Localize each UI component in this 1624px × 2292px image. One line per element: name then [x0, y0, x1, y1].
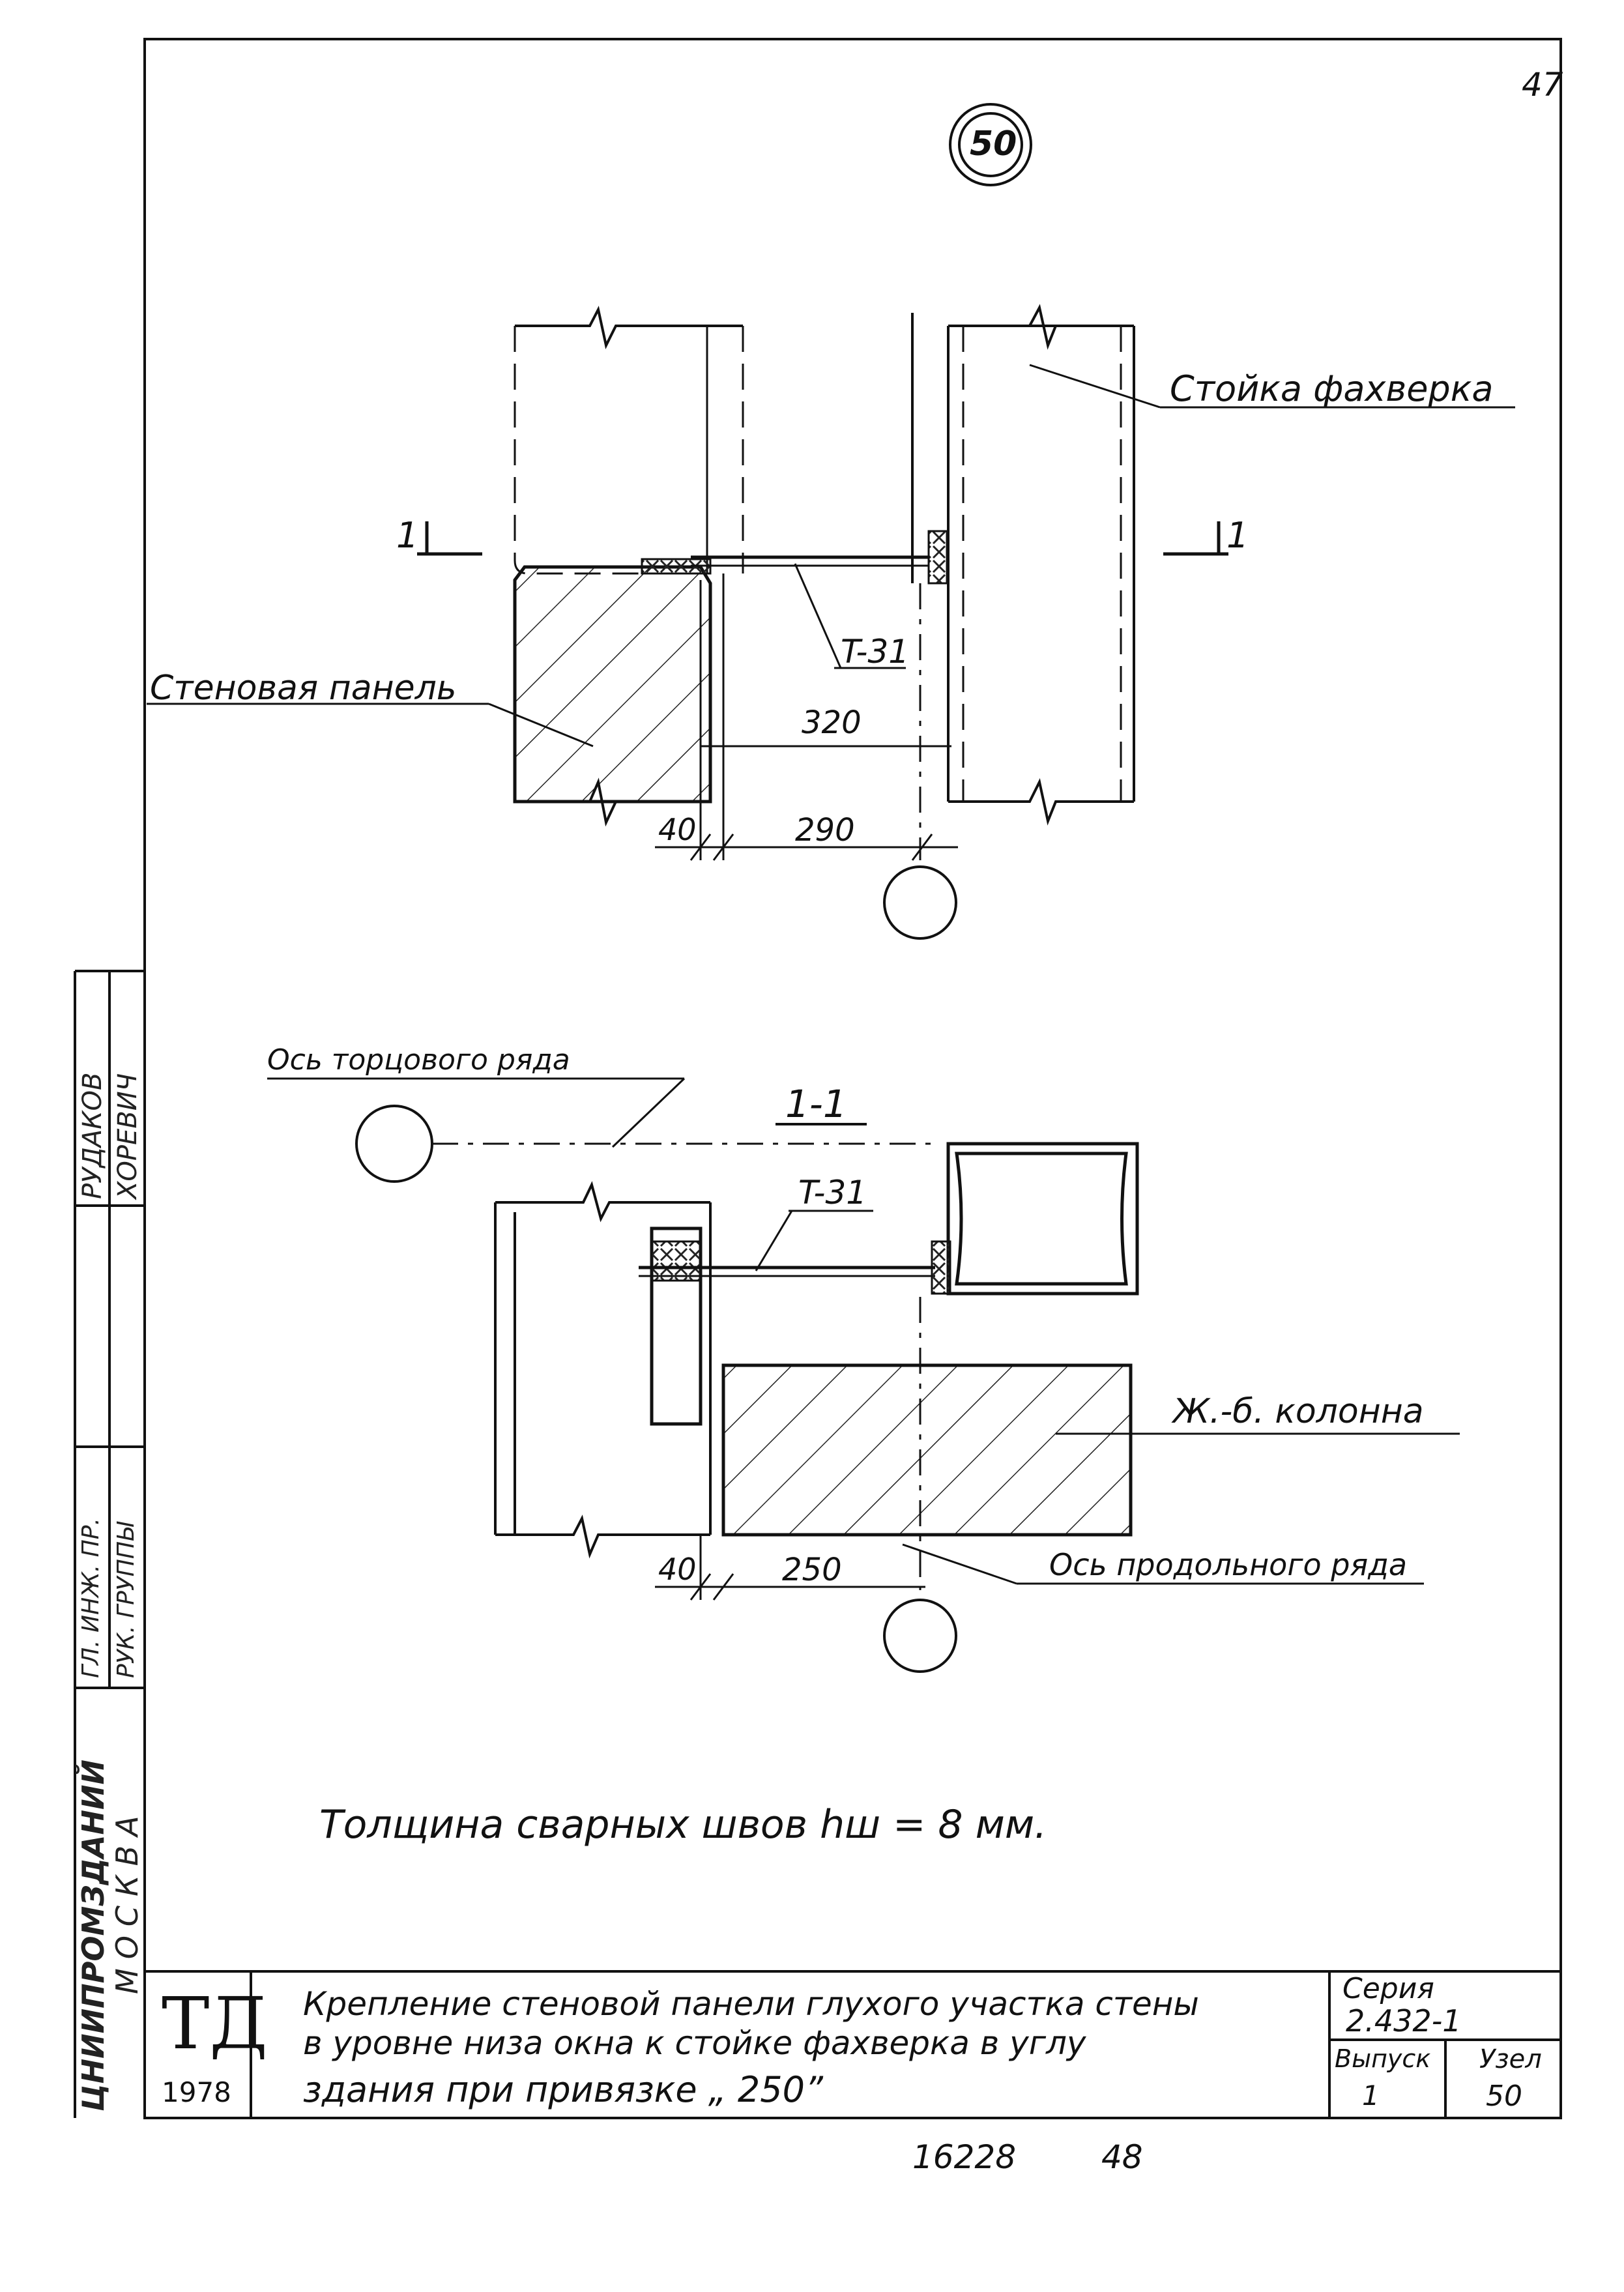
break-line-bottom-panel	[515, 777, 710, 827]
dim-40-top: 40	[658, 812, 697, 847]
sidebar-org-name: ЦНИИПРОМЗДАНИЙ	[76, 1759, 111, 2111]
series-value: 2.432-1	[1346, 2003, 1462, 2038]
node-marker-label: 50	[970, 124, 1017, 164]
title-line-1: Крепление стеновой панели глухого участк…	[303, 1985, 1199, 2023]
label-connector-t31: T-31	[841, 633, 910, 671]
sheet-frame	[74, 38, 1562, 2119]
leader-axis-long	[902, 1543, 1017, 1585]
label-axis-long-row: Ось продольного ряда	[1049, 1547, 1408, 1582]
break-line-top-left	[515, 306, 743, 349]
label-concrete-column: Ж.-б. колонна	[1173, 1392, 1424, 1431]
wall-panel	[513, 565, 712, 804]
axis-bubble-long	[883, 1599, 957, 1673]
node-label: Узел	[1479, 2044, 1542, 2074]
leader-t31-plan	[755, 1210, 793, 1271]
issue-label: Выпуск	[1335, 2044, 1431, 2073]
dim-290: 290	[795, 812, 855, 849]
dim-320: 320	[802, 704, 862, 741]
sidebar-org-city: МОСКВА	[109, 1806, 145, 1994]
weld-seam-column	[927, 530, 948, 585]
leader-axis-end	[611, 1077, 686, 1148]
leader-t31	[794, 563, 842, 669]
label-column-fachwerk: Стойка фахверка	[1170, 368, 1494, 409]
logo-td: ТД	[162, 1982, 268, 2065]
leader-panel	[488, 703, 594, 747]
axis-bubble-end	[355, 1105, 433, 1183]
issue-value: 1	[1362, 2080, 1380, 2111]
axis-bubble-top	[883, 865, 957, 940]
wall-panel-plan	[494, 1181, 712, 1559]
section-mark-right: 1	[1226, 515, 1249, 556]
label-wall-panel: Стеновая панель	[150, 669, 457, 708]
series-label: Серия	[1342, 1972, 1434, 2005]
section-view	[267, 1077, 1460, 1673]
dim-250: 250	[782, 1552, 842, 1588]
title-line-3: здания при привязке „ 250”	[303, 2069, 823, 2110]
page-number: 47	[1522, 66, 1563, 104]
label-connector-t31-plan: T-31	[798, 1174, 867, 1211]
sidebar-role-1: РУК. ГРУППЫ	[113, 1522, 139, 1678]
steel-column-box	[946, 1142, 1139, 1296]
title-line-2: в уровне низа окна к стойке фахверка в у…	[303, 2024, 1086, 2062]
sidebar-role-2: ГЛ. ИНЖ. ПР.	[78, 1518, 104, 1678]
dimensions-top	[655, 745, 958, 861]
sidebar-name-1: ХОРЕВИЧ	[113, 1073, 143, 1199]
section-mark-left: 1	[396, 515, 419, 556]
top-view	[147, 304, 1515, 940]
sidebar-name-2: РУДАКОВ	[78, 1072, 108, 1199]
dimensions-section	[655, 1535, 925, 1601]
label-axis-end-row: Ось торцового ряда	[267, 1043, 570, 1077]
concrete-column	[721, 1363, 1133, 1537]
section-marks	[417, 521, 1228, 556]
leader-column	[1029, 364, 1161, 409]
dim-40-section: 40	[658, 1552, 697, 1587]
column-fachwerk	[911, 304, 1135, 826]
archive-number: 16228	[912, 2138, 1017, 2176]
section-title: 1-1	[785, 1082, 847, 1126]
sheet-number: 48	[1101, 2138, 1143, 2176]
node-marker	[949, 103, 1032, 186]
year: 1978	[162, 2076, 231, 2108]
node-value: 50	[1486, 2080, 1522, 2113]
window-opening-outline	[514, 326, 708, 575]
weld-note: Толщина сварных швов hш = 8 мм.	[319, 1802, 1047, 1848]
